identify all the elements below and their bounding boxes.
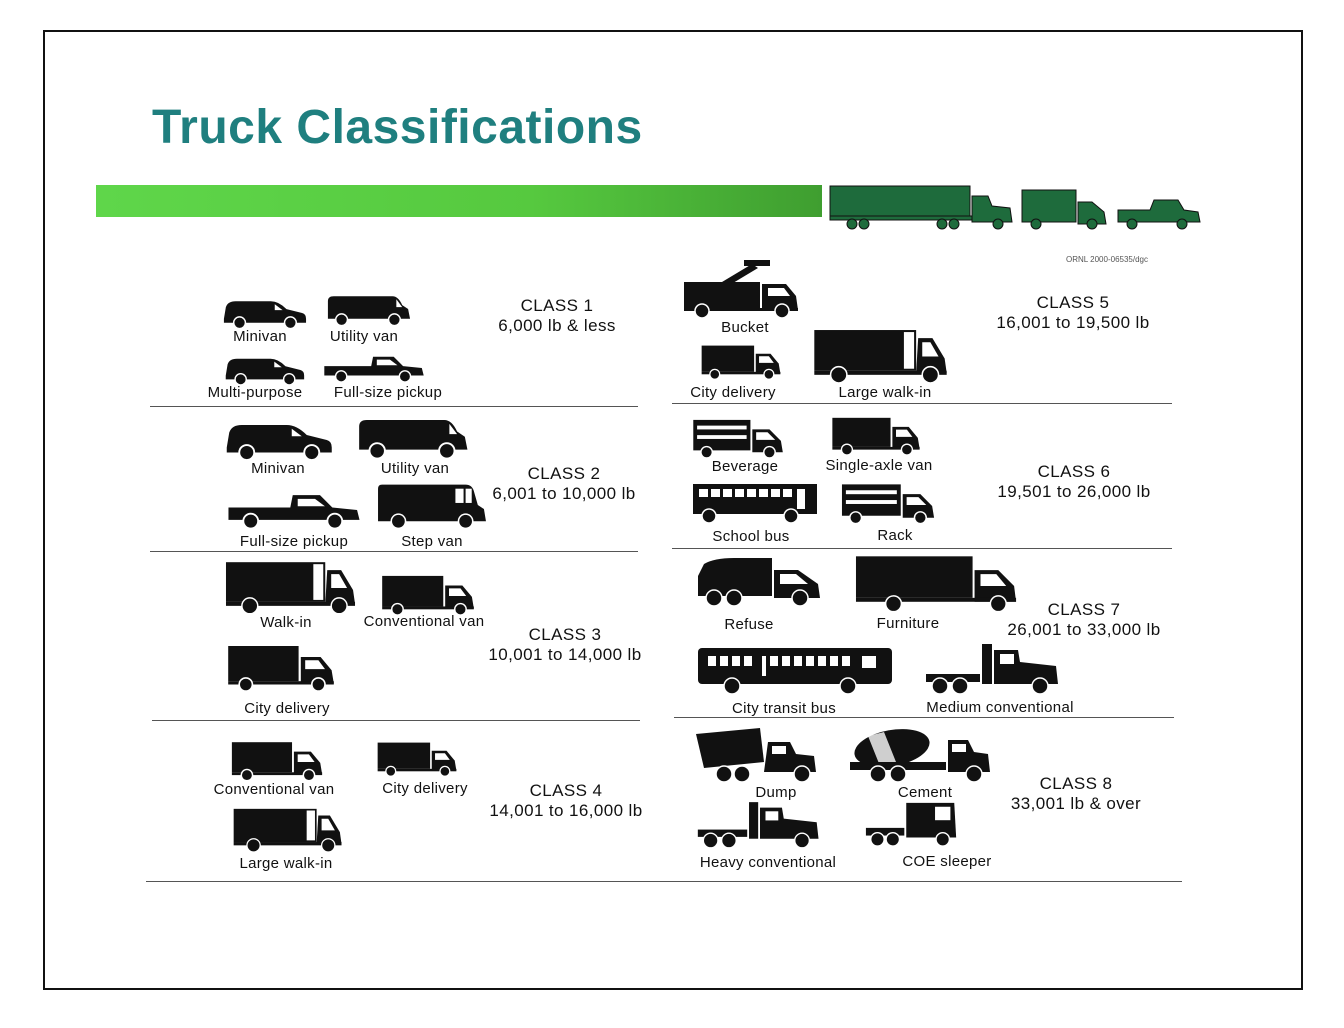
vehicle-city-delivery-icon [700, 342, 782, 382]
vehicle-city-delivery-icon [226, 642, 336, 694]
vehicle-label: Bucket [721, 319, 769, 336]
vehicle-utility-van-icon [324, 293, 412, 327]
vehicle-label: COE sleeper [902, 853, 992, 870]
class-name: CLASS 1 [520, 296, 594, 315]
vehicle-label: Minivan [251, 460, 305, 477]
vehicle-label: Large walk-in [239, 855, 333, 872]
vehicle-label: City transit bus [732, 700, 836, 717]
vehicle-city-delivery-icon [376, 740, 458, 778]
vehicle-full-size-pickup-icon [226, 490, 362, 530]
vehicle-multi-purpose-icon [222, 355, 306, 385]
class-weight-range: 6,000 lb & less [498, 316, 616, 335]
vehicle-label: Step van [401, 533, 463, 550]
vehicle-label: Conventional van [213, 781, 335, 798]
class-3-label: CLASS 3 10,001 to 14,000 lb [488, 625, 641, 665]
page-title: Truck Classifications [152, 101, 643, 154]
vehicle-walk-in-icon [224, 560, 358, 615]
class-divider [150, 406, 638, 407]
vehicle-bucket-icon [682, 260, 802, 320]
class-divider [150, 551, 638, 552]
vehicle-label: Furniture [876, 615, 940, 632]
class-divider [674, 717, 1174, 718]
vehicle-coe-sleeper-icon [864, 800, 960, 850]
vehicle-label: Utility van [380, 460, 450, 477]
vehicle-label: Full-size pickup [333, 384, 443, 401]
vehicle-large-walk-in-icon [812, 328, 950, 384]
vehicle-label: Beverage [711, 458, 779, 475]
class-1-label: CLASS 1 6,000 lb & less [498, 296, 616, 336]
vehicle-minivan-icon [220, 297, 308, 329]
vehicle-label: Dump [755, 784, 797, 801]
vehicle-label: Cement [897, 784, 953, 801]
vehicle-label: Single-axle van [825, 457, 933, 474]
vehicle-label: City delivery [244, 700, 330, 717]
class-4-label: CLASS 4 14,001 to 16,000 lb [489, 781, 642, 821]
vehicle-conventional-van-icon [230, 740, 324, 782]
vehicle-label: School bus [712, 528, 790, 545]
class-weight-range: 10,001 to 14,000 lb [488, 645, 642, 664]
class-name: CLASS 7 [1047, 600, 1121, 619]
vehicle-full-size-pickup-icon [322, 353, 426, 383]
figure-credit: ORNL 2000-06535/dgc [1066, 255, 1148, 264]
class-name: CLASS 4 [529, 781, 603, 800]
vehicle-minivan-icon [220, 420, 336, 460]
vehicle-rack-icon [840, 482, 938, 524]
vehicle-label: Rack [877, 527, 913, 544]
class-name: CLASS 2 [527, 464, 601, 483]
vehicle-dump-icon [694, 728, 819, 784]
header-truck-silhouettes [829, 185, 1201, 230]
class-5-label: CLASS 5 16,001 to 19,500 lb [996, 293, 1149, 333]
vehicle-label: Refuse [724, 616, 774, 633]
class-divider [152, 720, 640, 721]
class-2-label: CLASS 2 6,001 to 10,000 lb [492, 464, 635, 504]
slide-frame [43, 30, 1303, 990]
vehicle-cement-icon [848, 726, 993, 784]
class-8-label: CLASS 8 33,001 lb & over [1011, 774, 1141, 814]
class-divider [146, 881, 1182, 882]
vehicle-heavy-conventional-icon [696, 798, 824, 852]
class-7-label: CLASS 7 26,001 to 33,000 lb [1007, 600, 1160, 640]
vehicle-large-walk-in-icon [232, 806, 344, 854]
vehicle-label: Full-size pickup [239, 533, 349, 550]
vehicle-label: City delivery [690, 384, 776, 401]
class-name: CLASS 5 [1036, 293, 1110, 312]
class-name: CLASS 3 [528, 625, 602, 644]
vehicle-utility-van-icon [354, 416, 470, 460]
class-divider [672, 403, 1172, 404]
class-weight-range: 26,001 to 33,000 lb [1007, 620, 1161, 639]
vehicle-label: Heavy conventional [699, 854, 837, 871]
vehicle-label: City delivery [382, 780, 468, 797]
vehicle-beverage-icon [690, 418, 788, 458]
vehicle-medium-conventional-icon [924, 640, 1064, 698]
class-weight-range: 19,501 to 26,000 lb [997, 482, 1151, 501]
class-name: CLASS 6 [1037, 462, 1111, 481]
class-weight-range: 33,001 lb & over [1010, 794, 1142, 813]
class-weight-range: 14,001 to 16,000 lb [489, 801, 643, 820]
vehicle-label: Walk-in [260, 614, 312, 631]
class-6-label: CLASS 6 19,501 to 26,000 lb [997, 462, 1150, 502]
vehicle-conventional-van-icon [380, 574, 476, 616]
class-weight-range: 6,001 to 10,000 lb [492, 484, 636, 503]
vehicle-refuse-icon [694, 556, 824, 608]
class-divider [672, 548, 1172, 549]
vehicle-label: Medium conventional [926, 699, 1074, 716]
vehicle-label: Large walk-in [838, 384, 932, 401]
vehicle-label: Multi-purpose [207, 384, 303, 401]
vehicle-label: Minivan [233, 328, 287, 345]
vehicle-school-bus-icon [690, 482, 822, 524]
class-weight-range: 16,001 to 19,500 lb [996, 313, 1150, 332]
vehicle-city-transit-bus-icon [696, 646, 896, 696]
vehicle-furniture-icon [854, 554, 1022, 614]
vehicle-label: Conventional van [363, 613, 485, 630]
vehicle-label: Utility van [329, 328, 399, 345]
vehicle-single-axle-van-icon [826, 416, 926, 456]
class-name: CLASS 8 [1039, 774, 1113, 793]
vehicle-step-van-icon [376, 482, 488, 530]
title-underline-bar [96, 185, 822, 217]
